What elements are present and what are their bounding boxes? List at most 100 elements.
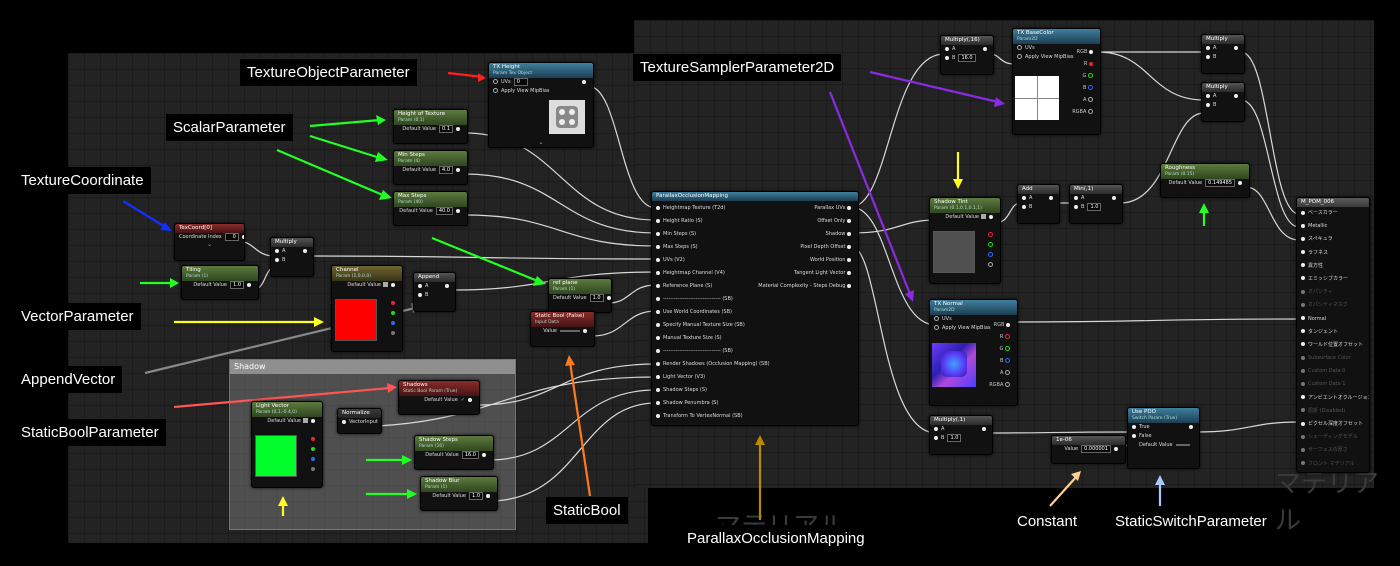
- material-input-pin[interactable]: スペキュラ: [1297, 233, 1369, 246]
- node-multiply-right-1[interactable]: Multiply A B: [1201, 34, 1245, 74]
- pin-a[interactable]: A: [271, 247, 313, 256]
- value-field[interactable]: 16.0: [461, 451, 479, 459]
- value-field[interactable]: 4.0: [439, 166, 453, 174]
- value-field[interactable]: 40.0: [435, 207, 453, 215]
- pom-output-pin[interactable]: Offset Only: [754, 215, 858, 228]
- pin-b[interactable]: B: [271, 256, 313, 265]
- value-field[interactable]: 1.0: [1087, 203, 1102, 211]
- material-input-pin[interactable]: アンビエントオクルージョン: [1297, 392, 1369, 405]
- basecolor-output-pins[interactable]: RGB R G B A RGBA: [1072, 46, 1096, 118]
- material-input-pin[interactable]: ピクセル深度オフセット: [1297, 418, 1369, 431]
- checkbox[interactable]: [560, 330, 580, 332]
- pom-input-pin[interactable]: Heightmap Texture (T2d): [652, 202, 774, 215]
- pom-input-pin[interactable]: Heightmap Channel (V4): [652, 267, 774, 280]
- chevron-down-icon[interactable]: ⌄: [538, 139, 544, 146]
- material-input-pin[interactable]: サーフェスの厚さ: [1297, 444, 1369, 457]
- material-input-pin[interactable]: 異方性: [1297, 260, 1369, 273]
- value-field[interactable]: 1.0: [469, 492, 483, 500]
- material-input-pin[interactable]: オパシティ: [1297, 286, 1369, 299]
- default-value-row[interactable]: Default Value: [332, 281, 402, 290]
- pin-b[interactable]: B: [1202, 101, 1244, 110]
- pin-true[interactable]: True: [1128, 423, 1199, 432]
- default-value-row[interactable]: Default Value: [252, 417, 322, 426]
- value-field[interactable]: 0.149485: [1205, 179, 1235, 187]
- pin-a[interactable]: A: [1202, 44, 1244, 53]
- checker-icon[interactable]: [303, 418, 308, 423]
- pom-input-pin[interactable]: Min Steps (S): [652, 228, 774, 241]
- pom-output-pin[interactable]: World Position: [754, 254, 858, 267]
- node-multiply-right-2[interactable]: Multiply A B: [1201, 82, 1245, 122]
- pin-b[interactable]: B: [1018, 203, 1059, 212]
- default-value-row[interactable]: Default Value: [930, 213, 1000, 222]
- material-input-pin[interactable]: ラフネス: [1297, 247, 1369, 260]
- material-input-pin[interactable]: 屈折 (Disabled): [1297, 405, 1369, 418]
- chevron-down-icon[interactable]: ⌄: [206, 241, 213, 248]
- value-field[interactable]: 1.0: [947, 434, 962, 442]
- material-input-pin[interactable]: ベースカラー: [1297, 207, 1369, 220]
- pom-input-pin[interactable]: -------------------------------- (SB): [652, 345, 774, 358]
- node-multiply-uv[interactable]: Multiply A B: [270, 237, 314, 277]
- pom-input-pin[interactable]: -------------------------------- (SB): [652, 293, 774, 306]
- pin-out-icon[interactable]: [241, 234, 244, 239]
- pin-a[interactable]: A: [414, 282, 455, 291]
- pom-output-pin[interactable]: Shadow: [754, 228, 858, 241]
- pom-input-pin[interactable]: Shadow Steps (S): [652, 384, 774, 397]
- value-field[interactable]: 0: [224, 233, 239, 241]
- material-input-pin[interactable]: ワールド位置オフセット: [1297, 339, 1369, 352]
- pin-a[interactable]: A: [1202, 92, 1244, 101]
- value-field[interactable]: 0.000001: [1081, 445, 1111, 453]
- material-input-pin[interactable]: Custom Data 1: [1297, 378, 1369, 391]
- pin-out-icon[interactable]: [583, 328, 587, 333]
- pom-input-pin[interactable]: UVs (V2): [652, 254, 774, 267]
- pin-out-icon[interactable]: [303, 249, 307, 253]
- pin-uvs[interactable]: UVs: [930, 315, 1017, 324]
- pin-out-icon[interactable]: [311, 418, 315, 423]
- pin-out-icon[interactable]: [1234, 46, 1238, 50]
- pom-output-pin[interactable]: Tangent Light Vector: [754, 267, 858, 280]
- checkbox-checked-icon[interactable]: ✓: [460, 397, 465, 403]
- node-static-bool-false[interactable]: Static Bool (False)Input Data Value: [530, 311, 595, 347]
- normal-output-pins[interactable]: RGB R G B A RGBA: [989, 319, 1013, 391]
- pin-out-icon[interactable]: [456, 167, 460, 172]
- pin-out-icon[interactable]: [982, 427, 986, 431]
- pin-a[interactable]: A: [941, 45, 993, 54]
- pin-out-icon[interactable]: [1238, 180, 1242, 185]
- pom-input-pin[interactable]: Specify Manual Texture Size (SB): [652, 319, 774, 332]
- pom-input-pin[interactable]: Use World Coordinates (SB): [652, 306, 774, 319]
- pin-vector-input[interactable]: VectorInput: [338, 418, 381, 427]
- pin-b[interactable]: B: [414, 291, 455, 300]
- checker-icon[interactable]: [383, 282, 388, 287]
- pin-apply-mip[interactable]: Apply View MipBias: [930, 324, 1017, 333]
- pin-out-icon[interactable]: [582, 80, 586, 84]
- pin-apply-mip[interactable]: Apply View MipBias: [489, 87, 593, 96]
- channel-output-pins[interactable]: [391, 298, 398, 338]
- pin-a[interactable]: A: [930, 425, 992, 434]
- pin-out-icon[interactable]: [391, 282, 395, 287]
- pom-input-pin[interactable]: Render Shadows (Occlusion Mapping) (SB): [652, 358, 774, 371]
- pom-output-pin[interactable]: Parallax UVs: [754, 202, 858, 215]
- pin-apply-mip[interactable]: Apply View MipBias: [1013, 53, 1100, 62]
- material-input-pin[interactable]: タンジェント: [1297, 326, 1369, 339]
- value-row[interactable]: Value: [531, 327, 594, 336]
